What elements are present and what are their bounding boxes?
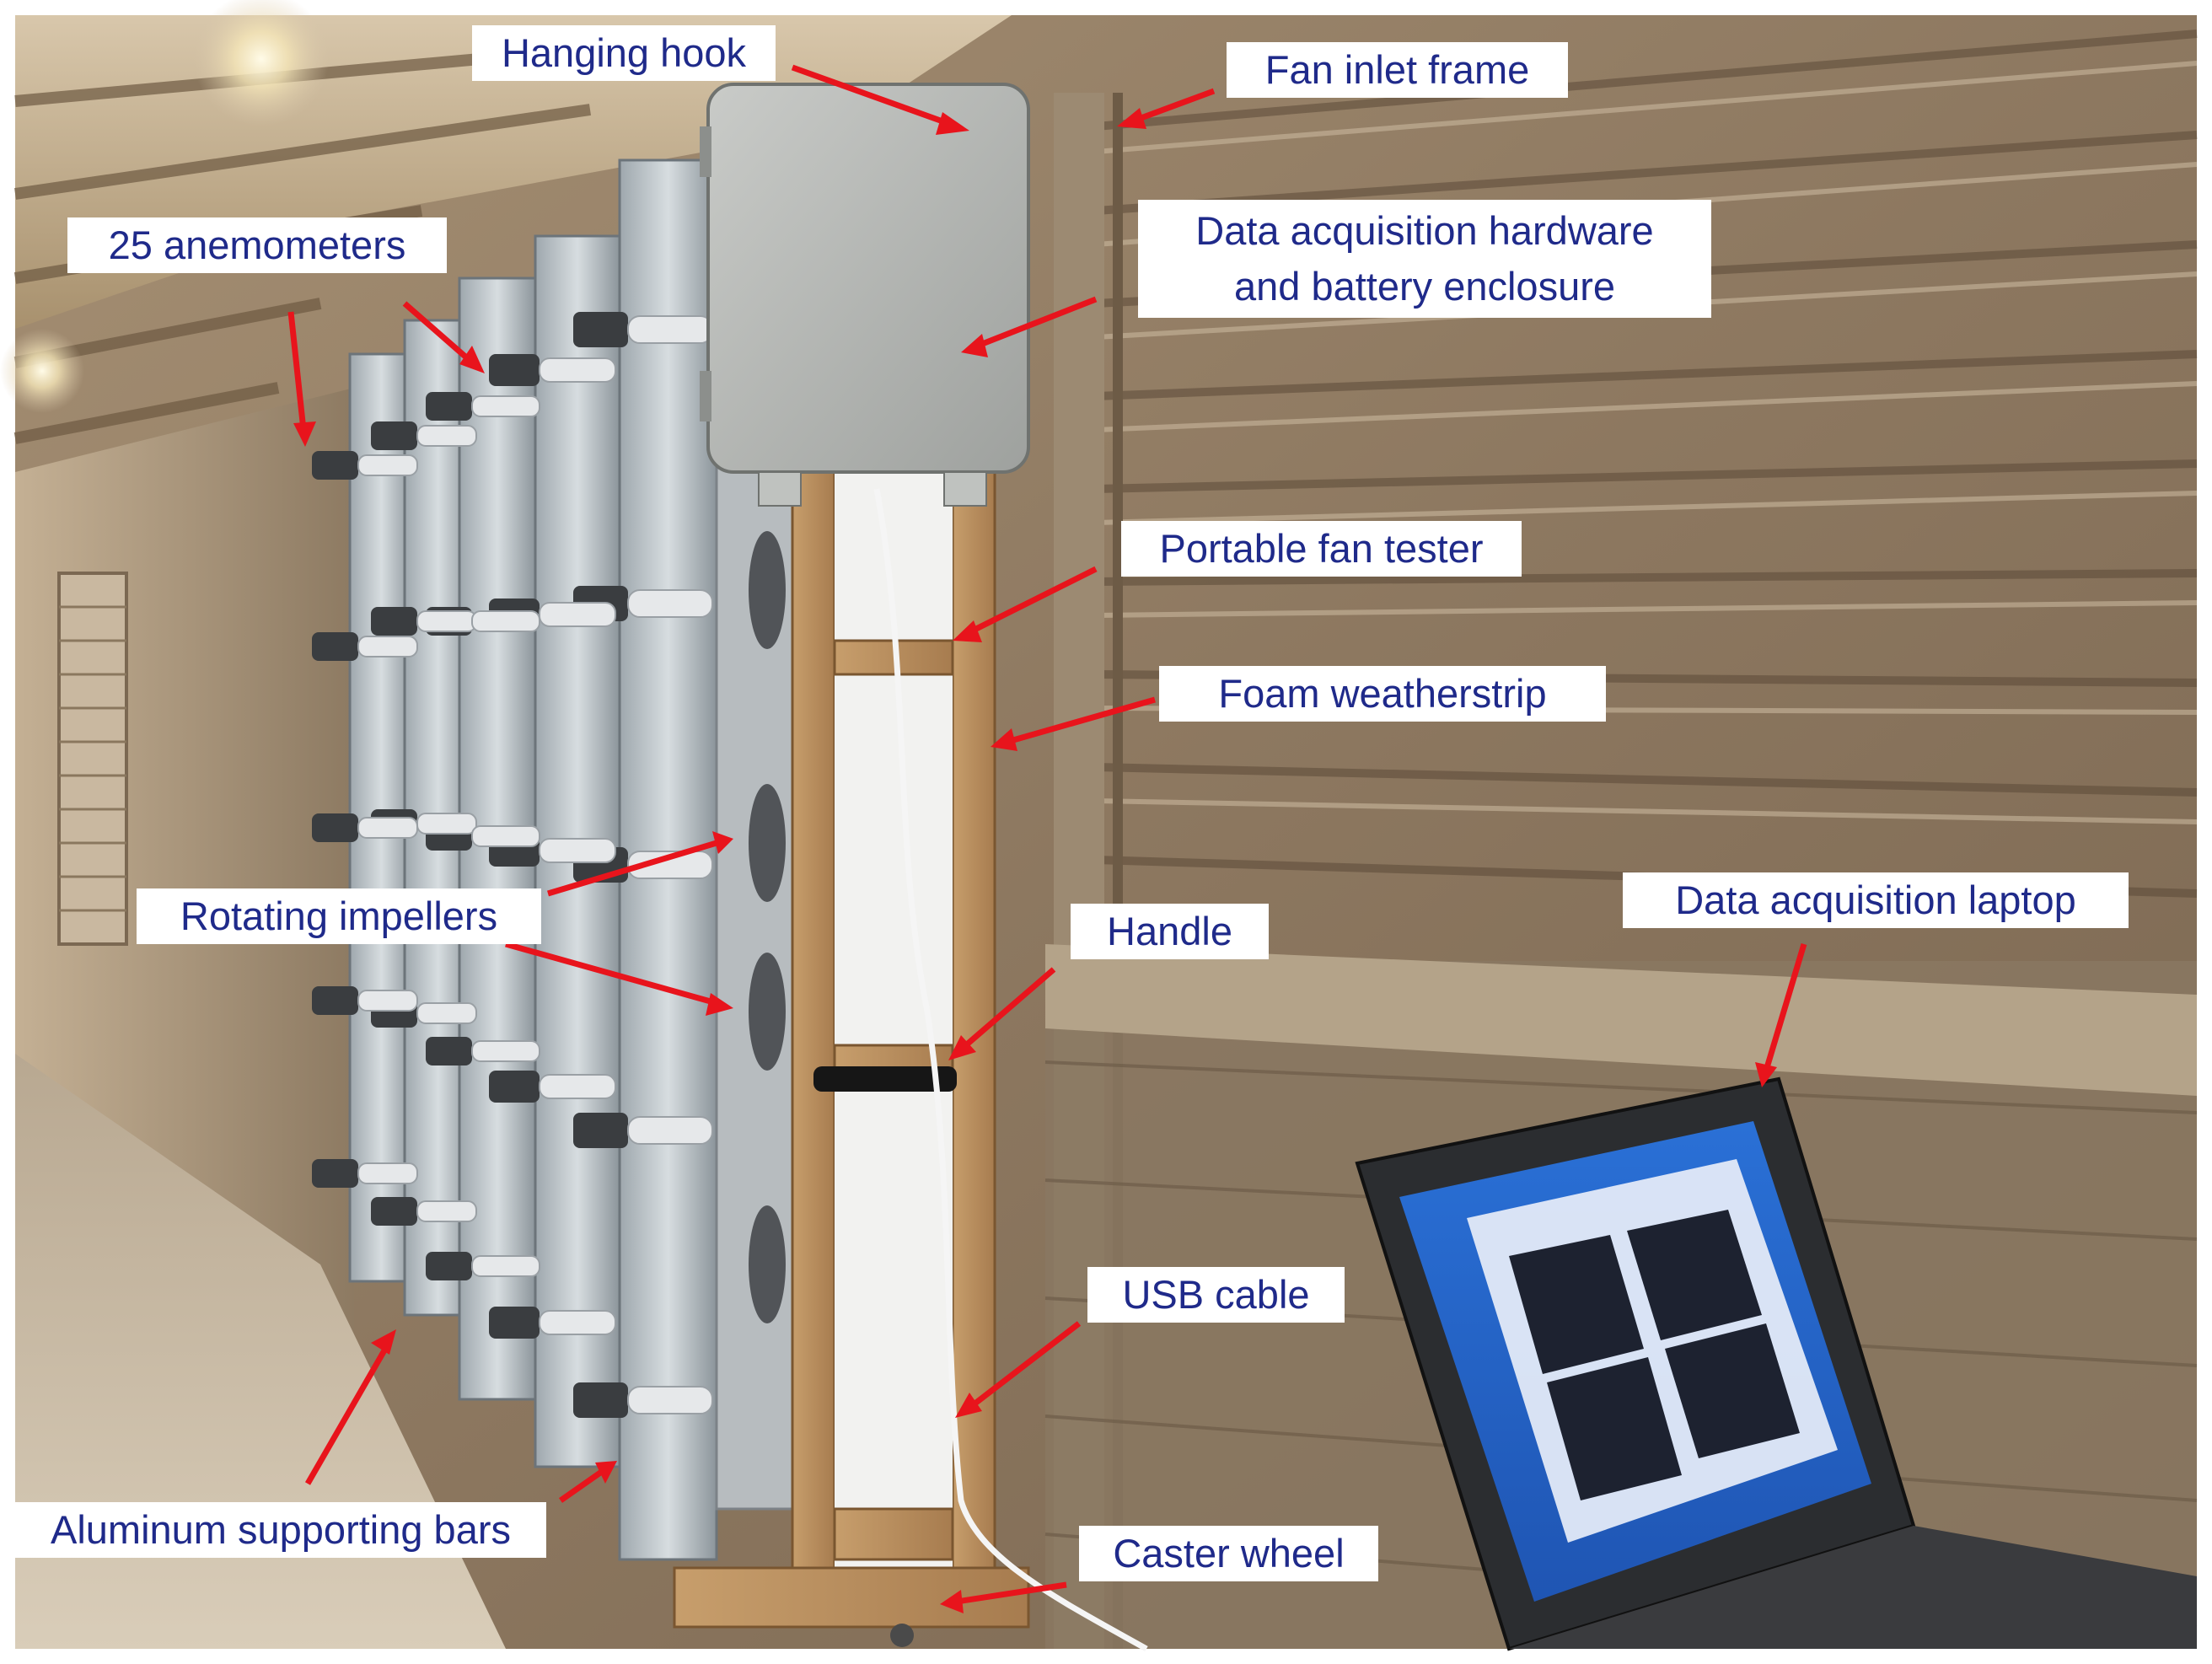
label-rotating-impellers: Rotating impellers: [137, 888, 541, 944]
arrow-handle: [958, 967, 1056, 1052]
portable-fan-tester: [715, 437, 794, 1511]
label-daq-enclosure-line1: Data acquisition hardware: [1195, 208, 1654, 253]
arrow-daq-enclosure: [976, 296, 1098, 349]
arrow-fan-tester: [968, 566, 1098, 636]
floor: [15, 1054, 506, 1649]
arrow-anemometer: [287, 311, 307, 431]
arrow-aluminum-bar: [304, 1343, 391, 1485]
arrow-fan-inlet-frame: [1128, 88, 1216, 126]
label-foam-weatherstrip: Foam weatherstrip: [1159, 666, 1606, 722]
handle: [813, 1066, 957, 1092]
impeller: [749, 531, 786, 649]
anemometer-array: [312, 312, 713, 1418]
usb-cable: [873, 488, 1148, 1652]
label-aluminum-bars: Aluminum supporting bars: [15, 1502, 546, 1558]
label-anemometers: 25 anemometers: [67, 217, 447, 273]
wooden-frame: [673, 470, 1030, 1647]
label-usb-cable: USB cable: [1087, 1267, 1345, 1323]
arrow-aluminum-bar: [558, 1468, 605, 1503]
louver-panel: [57, 572, 128, 946]
label-daq-enclosure-line2: and battery enclosure: [1233, 264, 1615, 309]
ceiling-lamp: [0, 329, 84, 413]
ledge: [1045, 944, 2197, 1096]
impeller: [749, 953, 786, 1071]
label-caster-wheel: Caster wheel: [1079, 1526, 1378, 1581]
caster-wheel: [890, 1624, 914, 1647]
label-portable-fan-tester: Portable fan tester: [1121, 521, 1522, 577]
label-daq-enclosure: Data acquisition hardware and battery en…: [1138, 200, 1711, 318]
laptop-keyboard: [1509, 1526, 2197, 1649]
arrow-hanging-hook: [791, 64, 958, 130]
daq-enclosure: [700, 83, 1030, 507]
arrow-laptop: [1763, 942, 1807, 1072]
ceiling-lamp: [194, 0, 329, 126]
impeller: [749, 1205, 786, 1323]
impeller: [749, 784, 786, 902]
arrow-impeller: [546, 840, 718, 897]
arrow-impeller: [505, 941, 717, 1006]
arrow-caster-wheel: [956, 1581, 1067, 1605]
label-hanging-hook: Hanging hook: [472, 25, 776, 81]
label-daq-laptop: Data acquisition laptop: [1623, 872, 2129, 928]
daq-laptop: [1355, 1076, 2197, 1651]
annotation-arrows: [287, 64, 1807, 1613]
arrow-anemometer: [402, 301, 475, 365]
label-fan-inlet-frame: Fan inlet frame: [1227, 42, 1568, 98]
arrow-usb-cable: [967, 1321, 1082, 1410]
label-handle: Handle: [1071, 904, 1269, 959]
arrow-weatherstrip: [1007, 696, 1156, 745]
